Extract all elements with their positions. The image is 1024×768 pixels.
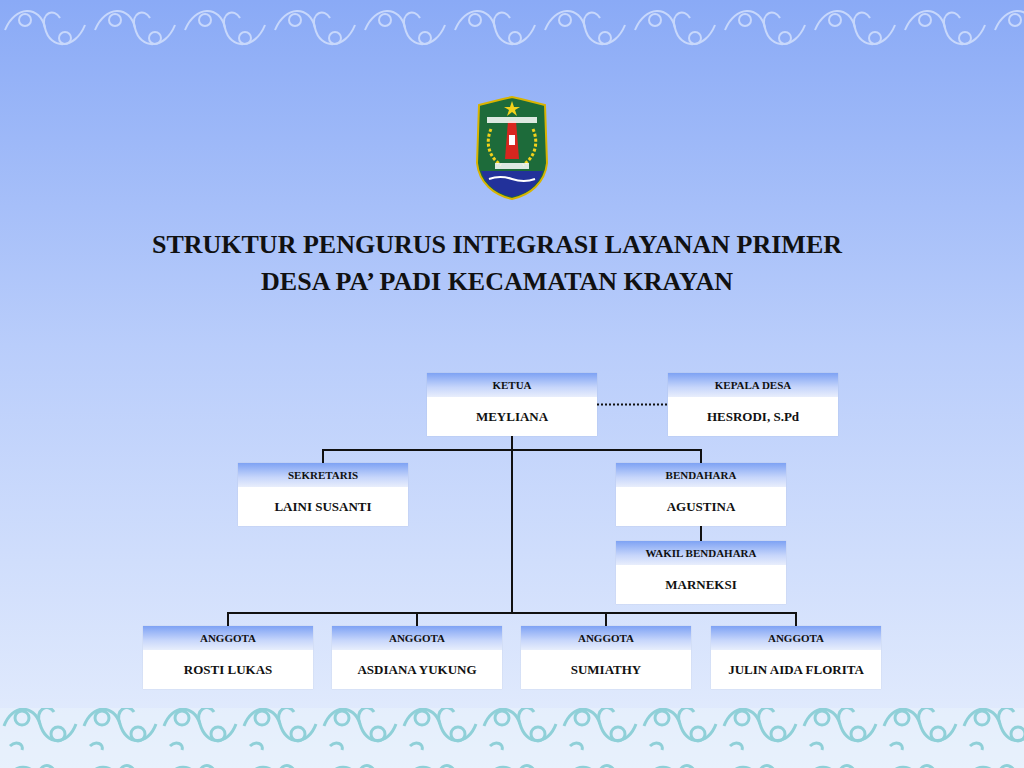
chair-box: KETUAMEYLIANA (427, 373, 597, 436)
person-name: JULIN AIDA FLORITA (711, 650, 881, 689)
tree-connector (512, 436, 796, 626)
person-name: MEYLIANA (427, 397, 597, 436)
role-heading: KETUA (427, 373, 597, 397)
person-name: AGUSTINA (616, 487, 786, 526)
tree-connector (417, 436, 512, 626)
tree-connector (700, 526, 702, 541)
tree-connector (512, 436, 701, 463)
dotted-link (597, 404, 668, 406)
person-name: MARNEKSI (616, 565, 786, 604)
role-heading: ANGGOTA (143, 626, 313, 650)
role-heading: ANGGOTA (521, 626, 691, 650)
tree-connector (323, 436, 512, 463)
person-name: HESRODI, S.Pd (668, 397, 838, 436)
person-name: ROSTI LUKAS (143, 650, 313, 689)
treasurer-box: BENDAHARAAGUSTINA (616, 463, 786, 526)
vice-treasurer-box: WAKIL BENDAHARAMARNEKSI (616, 541, 786, 604)
person-name: ASDIANA YUKUNG (332, 650, 502, 689)
member-box: ANGGOTAASDIANA YUKUNG (332, 626, 502, 689)
bottom-ornament (0, 708, 1024, 768)
member-box: ANGGOTAJULIN AIDA FLORITA (711, 626, 881, 689)
member-box: ANGGOTASUMIATHY (521, 626, 691, 689)
role-heading: SEKRETARIS (238, 463, 408, 487)
person-name: SUMIATHY (521, 650, 691, 689)
tree-connector (228, 436, 512, 626)
chart-title: STRUKTUR PENGURUS INTEGRASI LAYANAN PRIM… (130, 226, 864, 300)
person-name: LAINI SUSANTI (238, 487, 408, 526)
village-head-box: KEPALA DESAHESRODI, S.Pd (668, 373, 838, 436)
role-heading: WAKIL BENDAHARA (616, 541, 786, 565)
top-ornament (0, 0, 1024, 58)
secretary-box: SEKRETARISLAINI SUSANTI (238, 463, 408, 526)
role-heading: KEPALA DESA (668, 373, 838, 397)
member-box: ANGGOTAROSTI LUKAS (143, 626, 313, 689)
role-heading: BENDAHARA (616, 463, 786, 487)
tree-connector (512, 436, 606, 626)
role-heading: ANGGOTA (332, 626, 502, 650)
regency-logo (477, 97, 547, 199)
role-heading: ANGGOTA (711, 626, 881, 650)
bottom-band (0, 708, 1024, 768)
